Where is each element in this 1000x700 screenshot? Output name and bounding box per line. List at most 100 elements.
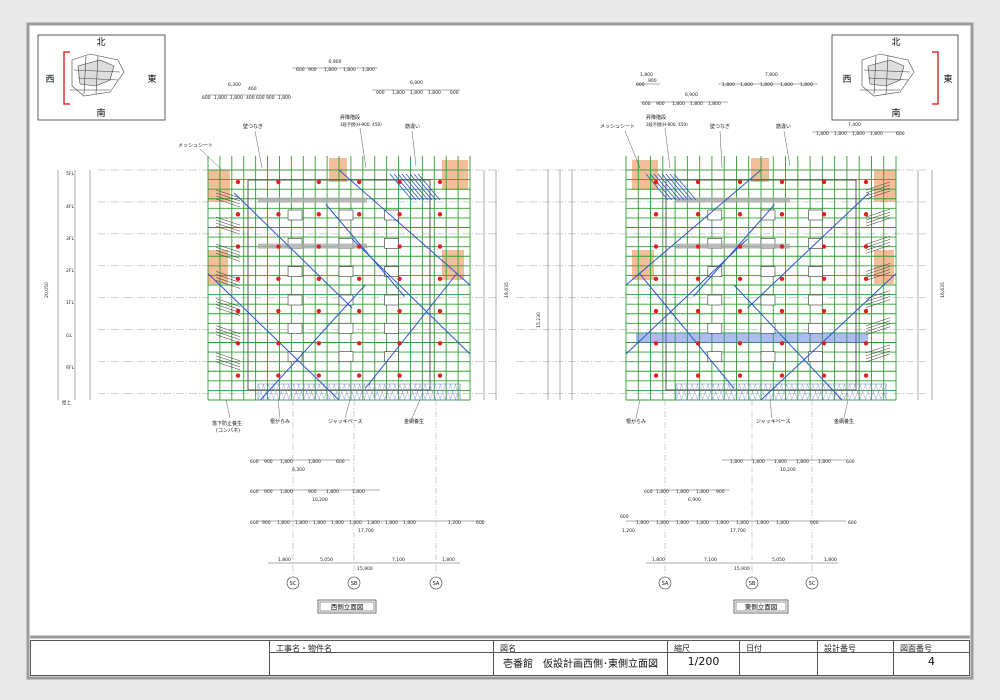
floor-label: 1FL: [66, 300, 74, 306]
callout-wall-tie: 壁つなぎ: [710, 123, 730, 130]
wire-net-hatch: [454, 383, 462, 401]
wire-net-hatch: [807, 383, 814, 401]
window: [338, 294, 354, 306]
west-building-outline: [98, 169, 500, 401]
floor-label: GL: [66, 333, 72, 339]
dim-value: 1,800: [385, 520, 398, 526]
dim-value: 5,050: [320, 557, 333, 563]
wall-tie-marker: [437, 341, 443, 346]
dim-value: 1,800: [295, 520, 308, 526]
window: [384, 238, 399, 249]
wire-net-hatch: [384, 383, 391, 401]
wall-tie-marker: [821, 212, 827, 217]
wall-tie-marker: [357, 308, 362, 314]
wall-tie-marker: [235, 212, 241, 217]
dim-value: 600: [846, 459, 855, 465]
stair-step: [865, 217, 891, 227]
wire-net-hatch: [353, 383, 361, 401]
window: [760, 323, 776, 334]
west-drawing-title: 西側立面図: [317, 599, 377, 614]
dim-value: 1,800: [410, 90, 423, 96]
callout-mesh-sheet: メッシュシート: [178, 143, 213, 149]
wire-net-hatch: [323, 383, 330, 401]
wire-net-hatch: [424, 383, 431, 401]
wire-net-hatch: [796, 383, 803, 401]
wire-net-hatch: [754, 383, 761, 401]
wire-net-hatch: [394, 383, 401, 401]
compass-east-label: 東: [147, 73, 156, 85]
dim-value: 1,800: [352, 489, 365, 495]
wall-tie-marker: [737, 373, 743, 378]
dim-value: 1,800: [392, 90, 405, 96]
brace-hatch: [417, 173, 441, 201]
dim-value: 600: [896, 131, 905, 137]
wall-tie-marker: [863, 276, 869, 281]
dim-value: 1,800: [774, 459, 787, 465]
callout-brace: 筋違い: [776, 123, 791, 130]
wire-net-hatch: [686, 383, 693, 401]
stair-step: [215, 307, 241, 316]
stair-step: [865, 272, 891, 281]
callout-fall-protection: 落下防止養生: [212, 420, 242, 427]
dim-value: 600: [642, 101, 651, 107]
dim-value: 1,800: [442, 557, 455, 563]
stair-step: [215, 280, 241, 289]
stair-step: [215, 219, 241, 229]
scale-value: 1/200: [687, 655, 720, 668]
wall-tie-marker: [316, 373, 321, 378]
axis-circle: [658, 576, 672, 590]
brace-hatch: [405, 173, 429, 201]
wall-tie-marker: [316, 244, 321, 249]
stair-step: [865, 236, 891, 245]
east-drawing-title: 東側立面図: [733, 599, 789, 614]
brace-hatch: [669, 173, 693, 201]
window: [707, 294, 723, 306]
compass-west-label: 西: [45, 74, 54, 85]
dim-total: 10,200: [312, 497, 328, 503]
wall-tie-marker: [276, 212, 281, 217]
callout-wire-net: 金網養生: [834, 418, 854, 425]
wall-tie-marker: [397, 212, 402, 217]
brace-line: [747, 192, 870, 309]
wall-tie-marker: [695, 341, 701, 346]
dim-value: 600: [256, 95, 265, 101]
wall-tie-marker: [437, 244, 443, 249]
dim-value: 1,800: [656, 520, 669, 526]
stair-step: [215, 325, 241, 334]
wire-net-hatch: [880, 383, 887, 401]
dim-value: 1,800: [362, 67, 375, 73]
wall-tie-marker: [653, 308, 659, 314]
stair-step: [865, 317, 891, 326]
wall-tie-marker: [316, 341, 321, 346]
dim-value: 1,800: [696, 520, 709, 526]
stair-step: [865, 347, 891, 357]
compass-south-label: 南: [891, 107, 900, 119]
dim-value: 900: [656, 101, 665, 107]
wall-tie-marker: [316, 212, 321, 217]
wall-tie-marker: [821, 244, 827, 249]
site-plan-icon: [860, 53, 915, 97]
wire-net-hatch: [833, 383, 840, 401]
dim-value: 7,100: [704, 557, 717, 563]
wire-net-hatch: [399, 383, 406, 401]
stair-step: [865, 296, 891, 305]
stair-step: [215, 301, 241, 310]
callout-jack-base: ジャッキベース: [756, 419, 791, 425]
dim-total: 17,700: [358, 528, 374, 534]
window: [707, 209, 723, 221]
brace-hatch: [409, 173, 433, 201]
wall-tie-marker: [357, 212, 362, 217]
window: [287, 266, 303, 277]
stair-step: [865, 344, 891, 354]
wire-net-hatch: [765, 383, 772, 401]
stair-step: [865, 320, 891, 329]
stair-step: [215, 225, 241, 235]
wall-tie-marker: [276, 341, 281, 346]
wire-net-hatch: [843, 383, 851, 401]
wall-tie-marker: [316, 308, 321, 314]
overall-height: 20,050: [44, 282, 50, 298]
axis-label: SB: [749, 581, 756, 587]
dim-total: 7,800: [765, 72, 778, 78]
wire-net-hatch: [308, 383, 315, 401]
east-brace-lines: [625, 169, 897, 401]
